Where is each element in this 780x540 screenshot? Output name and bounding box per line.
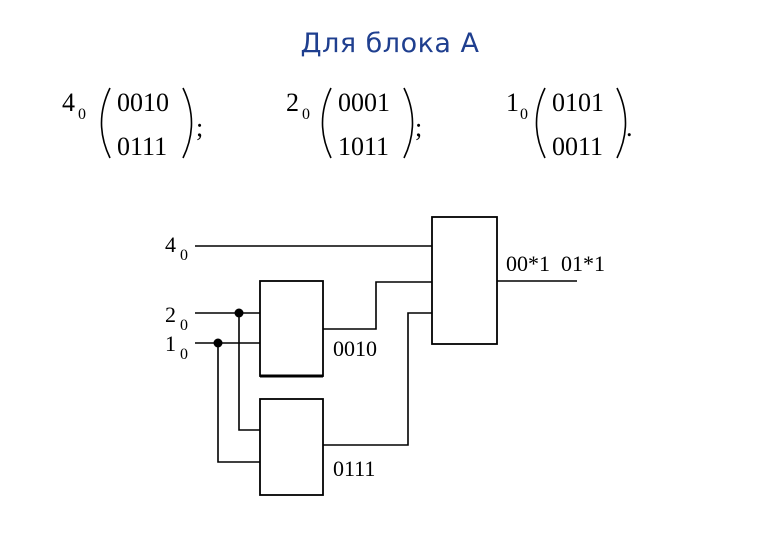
junction-dot (213, 338, 223, 348)
matrix-subscript: 0 (520, 106, 528, 123)
input-label-4: 4 (165, 232, 176, 257)
logic-block-1 (259, 280, 324, 377)
wire-block-2-out (323, 312, 432, 446)
circuit: 4 0 2 0 1 0 0010 0111 00*1 01*1 (165, 216, 605, 496)
matrix-row-1: 0010 (117, 88, 169, 117)
matrix-punct: ; (415, 113, 422, 142)
block-1-label: 0010 (333, 336, 377, 361)
matrix-2-0: 2 0 0001 1011 ; (286, 87, 422, 161)
wire-block-1-out (323, 281, 432, 330)
matrix-base: 1 (506, 88, 519, 117)
matrix-row-1: 0001 (338, 88, 390, 117)
right-paren (403, 87, 414, 159)
input-label-1: 1 (165, 331, 176, 356)
matrix-4-0: 4 0 0010 0111 ; (62, 87, 203, 161)
matrix-row-2: 1011 (338, 132, 389, 161)
left-paren (535, 87, 546, 159)
matrix-subscript: 0 (302, 106, 310, 123)
input-subscript: 0 (180, 247, 188, 264)
right-paren (182, 87, 193, 159)
left-paren (100, 87, 111, 159)
matrix-punct: ; (196, 113, 203, 142)
matrix-row-1: 0101 (552, 88, 604, 117)
output-block (431, 216, 498, 345)
matrix-1-0: 1 0 0101 0011 . (506, 87, 633, 161)
matrix-base: 4 (62, 88, 75, 117)
right-paren (616, 87, 627, 159)
matrix-punct: . (626, 113, 633, 142)
matrix-base: 2 (286, 88, 299, 117)
input-subscript: 0 (180, 346, 188, 363)
logic-block-2 (259, 398, 324, 496)
matrix-row-2: 0011 (552, 132, 603, 161)
block-2-label: 0111 (333, 456, 375, 481)
output-label: 00*1 01*1 (506, 251, 605, 276)
matrix-subscript: 0 (78, 106, 86, 123)
input-subscript: 0 (180, 317, 188, 334)
page-title: Для блока А (300, 28, 480, 59)
wire-2-to-block-2 (238, 313, 260, 431)
junction-dot (234, 308, 244, 318)
input-label-2: 2 (165, 302, 176, 327)
wire-1-to-block-2 (217, 343, 260, 463)
left-paren (321, 87, 332, 159)
matrix-row-2: 0111 (117, 132, 167, 161)
